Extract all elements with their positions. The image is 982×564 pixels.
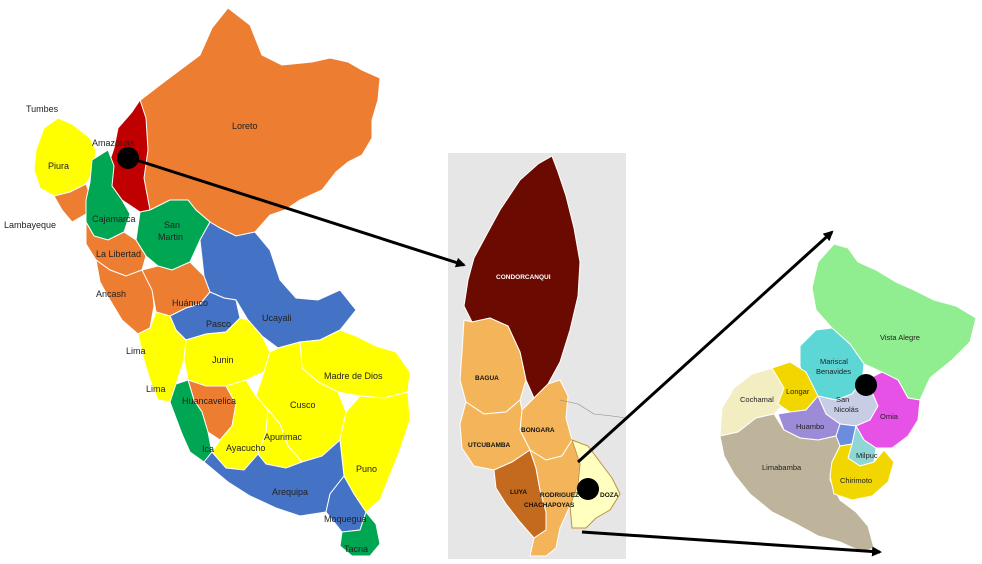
marker-district	[855, 374, 877, 396]
label-milpuc: Milpuc	[856, 451, 878, 460]
label-ancash: Ancash	[96, 289, 126, 299]
label-ayacucho: Ayacucho	[226, 443, 265, 453]
label-chirimoto: Chirimoto	[840, 476, 872, 485]
label-benavides: Benavides	[816, 367, 851, 376]
label-chachapoyas: CHACHAPOYAS	[524, 502, 575, 509]
region-arequipa	[203, 438, 345, 517]
arrow-amazonas-to-districts-up	[576, 230, 834, 464]
label-vista-alegre: Vista Alegre	[880, 333, 920, 342]
district-chirimoto	[829, 443, 895, 501]
label-lima-1: Lima	[126, 346, 146, 356]
label-madre-de-dios: Madre de Dios	[324, 371, 383, 381]
label-mariscal: Mariscal	[820, 357, 848, 366]
label-condorcanqui: CONDORCANQUI	[496, 274, 551, 281]
label-mendoza: DOZA	[600, 492, 619, 499]
label-tumbes: Tumbes	[26, 104, 59, 114]
label-pasco: Pasco	[206, 319, 231, 329]
label-ica: Ica	[202, 444, 214, 454]
region-la-libertad	[85, 220, 147, 277]
region-tacna	[339, 510, 381, 557]
label-huambo: Huambo	[796, 422, 824, 431]
districts-map: Vista Alegre Mariscal Benavides Cochamal…	[719, 243, 977, 553]
label-bongara: BONGARA	[521, 427, 555, 434]
region-piura	[33, 117, 97, 197]
label-longar: Longar	[786, 387, 810, 396]
label-apurimac: Apurimac	[264, 432, 303, 442]
label-omia: Omia	[880, 412, 899, 421]
province-chachapoyas	[529, 438, 581, 557]
arrow-amazonas-to-districts-down	[581, 530, 882, 557]
label-martin: Martin	[158, 232, 183, 242]
label-amazonas: Amazonas	[92, 138, 135, 148]
label-bagua: BAGUA	[475, 375, 499, 382]
label-la-libertad: La Libertad	[96, 249, 141, 259]
label-utcubamba: UTCUBAMBA	[468, 442, 511, 449]
marker-rodriguez-de-mendoza	[577, 478, 599, 500]
label-cusco: Cusco	[290, 400, 316, 410]
label-junin: Junin	[212, 355, 234, 365]
label-arequipa: Arequipa	[272, 487, 308, 497]
region-ica	[169, 379, 213, 463]
peru-map: Tumbes Amazonas Loreto Piura Cajamarca L…	[4, 7, 411, 557]
label-huanuco: Huánuco	[172, 298, 208, 308]
label-tacna: Tacna	[344, 544, 368, 554]
arrow-peru-to-amazonas	[129, 156, 466, 268]
label-san-nicolas-1: San	[836, 395, 849, 404]
label-lima-2: Lima	[146, 384, 166, 394]
label-san-nicolas-2: Nicolás	[834, 405, 859, 414]
label-san: San	[164, 220, 180, 230]
label-luya: LUYA	[510, 489, 527, 496]
label-huancavelica: Huancavelica	[182, 396, 236, 406]
district-limabamba	[719, 413, 875, 553]
label-rodriguez: RODRIGUEZ	[540, 492, 579, 499]
label-moquegua: Moquegua	[324, 514, 367, 524]
label-cajamarca: Cajamarca	[92, 214, 136, 224]
label-ucayali: Ucayali	[262, 313, 292, 323]
label-puno: Puno	[356, 464, 377, 474]
label-cochamal: Cochamal	[740, 395, 774, 404]
marker-amazonas-peru	[117, 147, 139, 169]
label-piura: Piura	[48, 161, 69, 171]
label-loreto: Loreto	[232, 121, 258, 131]
label-lambayeque: Lambayeque	[4, 220, 56, 230]
region-ancash	[95, 258, 155, 335]
label-limabamba: Limabamba	[762, 463, 802, 472]
amazonas-map: CONDORCANQUI BAGUA BONGARA UTCUBAMBA LUY…	[448, 153, 627, 559]
amazonas-border-line	[559, 399, 627, 419]
